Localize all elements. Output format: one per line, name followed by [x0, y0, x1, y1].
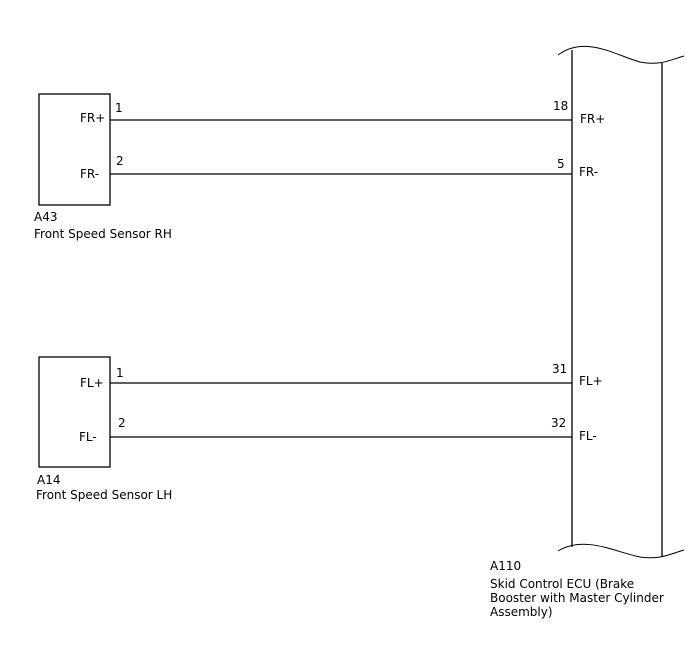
a110-pin31-number: 31 — [552, 362, 568, 376]
ecu-a110-body — [557, 45, 685, 559]
a14-pin2-number: 2 — [118, 416, 126, 430]
a43-pin2-label: FR- — [80, 167, 100, 181]
a14-name: Front Speed Sensor LH — [36, 488, 173, 502]
a110-pin5-label: FR- — [579, 165, 599, 179]
a14-code: A14 — [37, 473, 61, 487]
a14-pin2-label: FL- — [79, 430, 97, 444]
a14-pin1-number: 1 — [116, 366, 124, 380]
a110-code: A110 — [490, 559, 522, 573]
a110-pin32-label: FL- — [579, 429, 597, 443]
a110-pin31-label: FL+ — [579, 374, 603, 388]
a110-name-line1: Skid Control ECU (Brake — [490, 577, 635, 591]
a43-name: Front Speed Sensor RH — [34, 227, 172, 241]
a43-code: A43 — [34, 210, 58, 224]
connector-a43-box — [38, 93, 111, 206]
a43-pin1-number: 1 — [115, 101, 123, 115]
a110-pin18-number: 18 — [553, 99, 569, 113]
connector-a14-box — [38, 356, 111, 468]
a14-pin1-label: FL+ — [80, 376, 104, 390]
a110-name-line2: Booster with Master Cylinder — [490, 591, 664, 605]
a110-pin18-label: FR+ — [580, 112, 606, 126]
a110-pin5-number: 5 — [557, 157, 565, 171]
a110-name-line3: Assembly) — [490, 605, 553, 619]
a43-pin1-label: FR+ — [80, 111, 106, 125]
a43-pin2-number: 2 — [116, 154, 124, 168]
a110-pin32-number: 32 — [551, 416, 567, 430]
